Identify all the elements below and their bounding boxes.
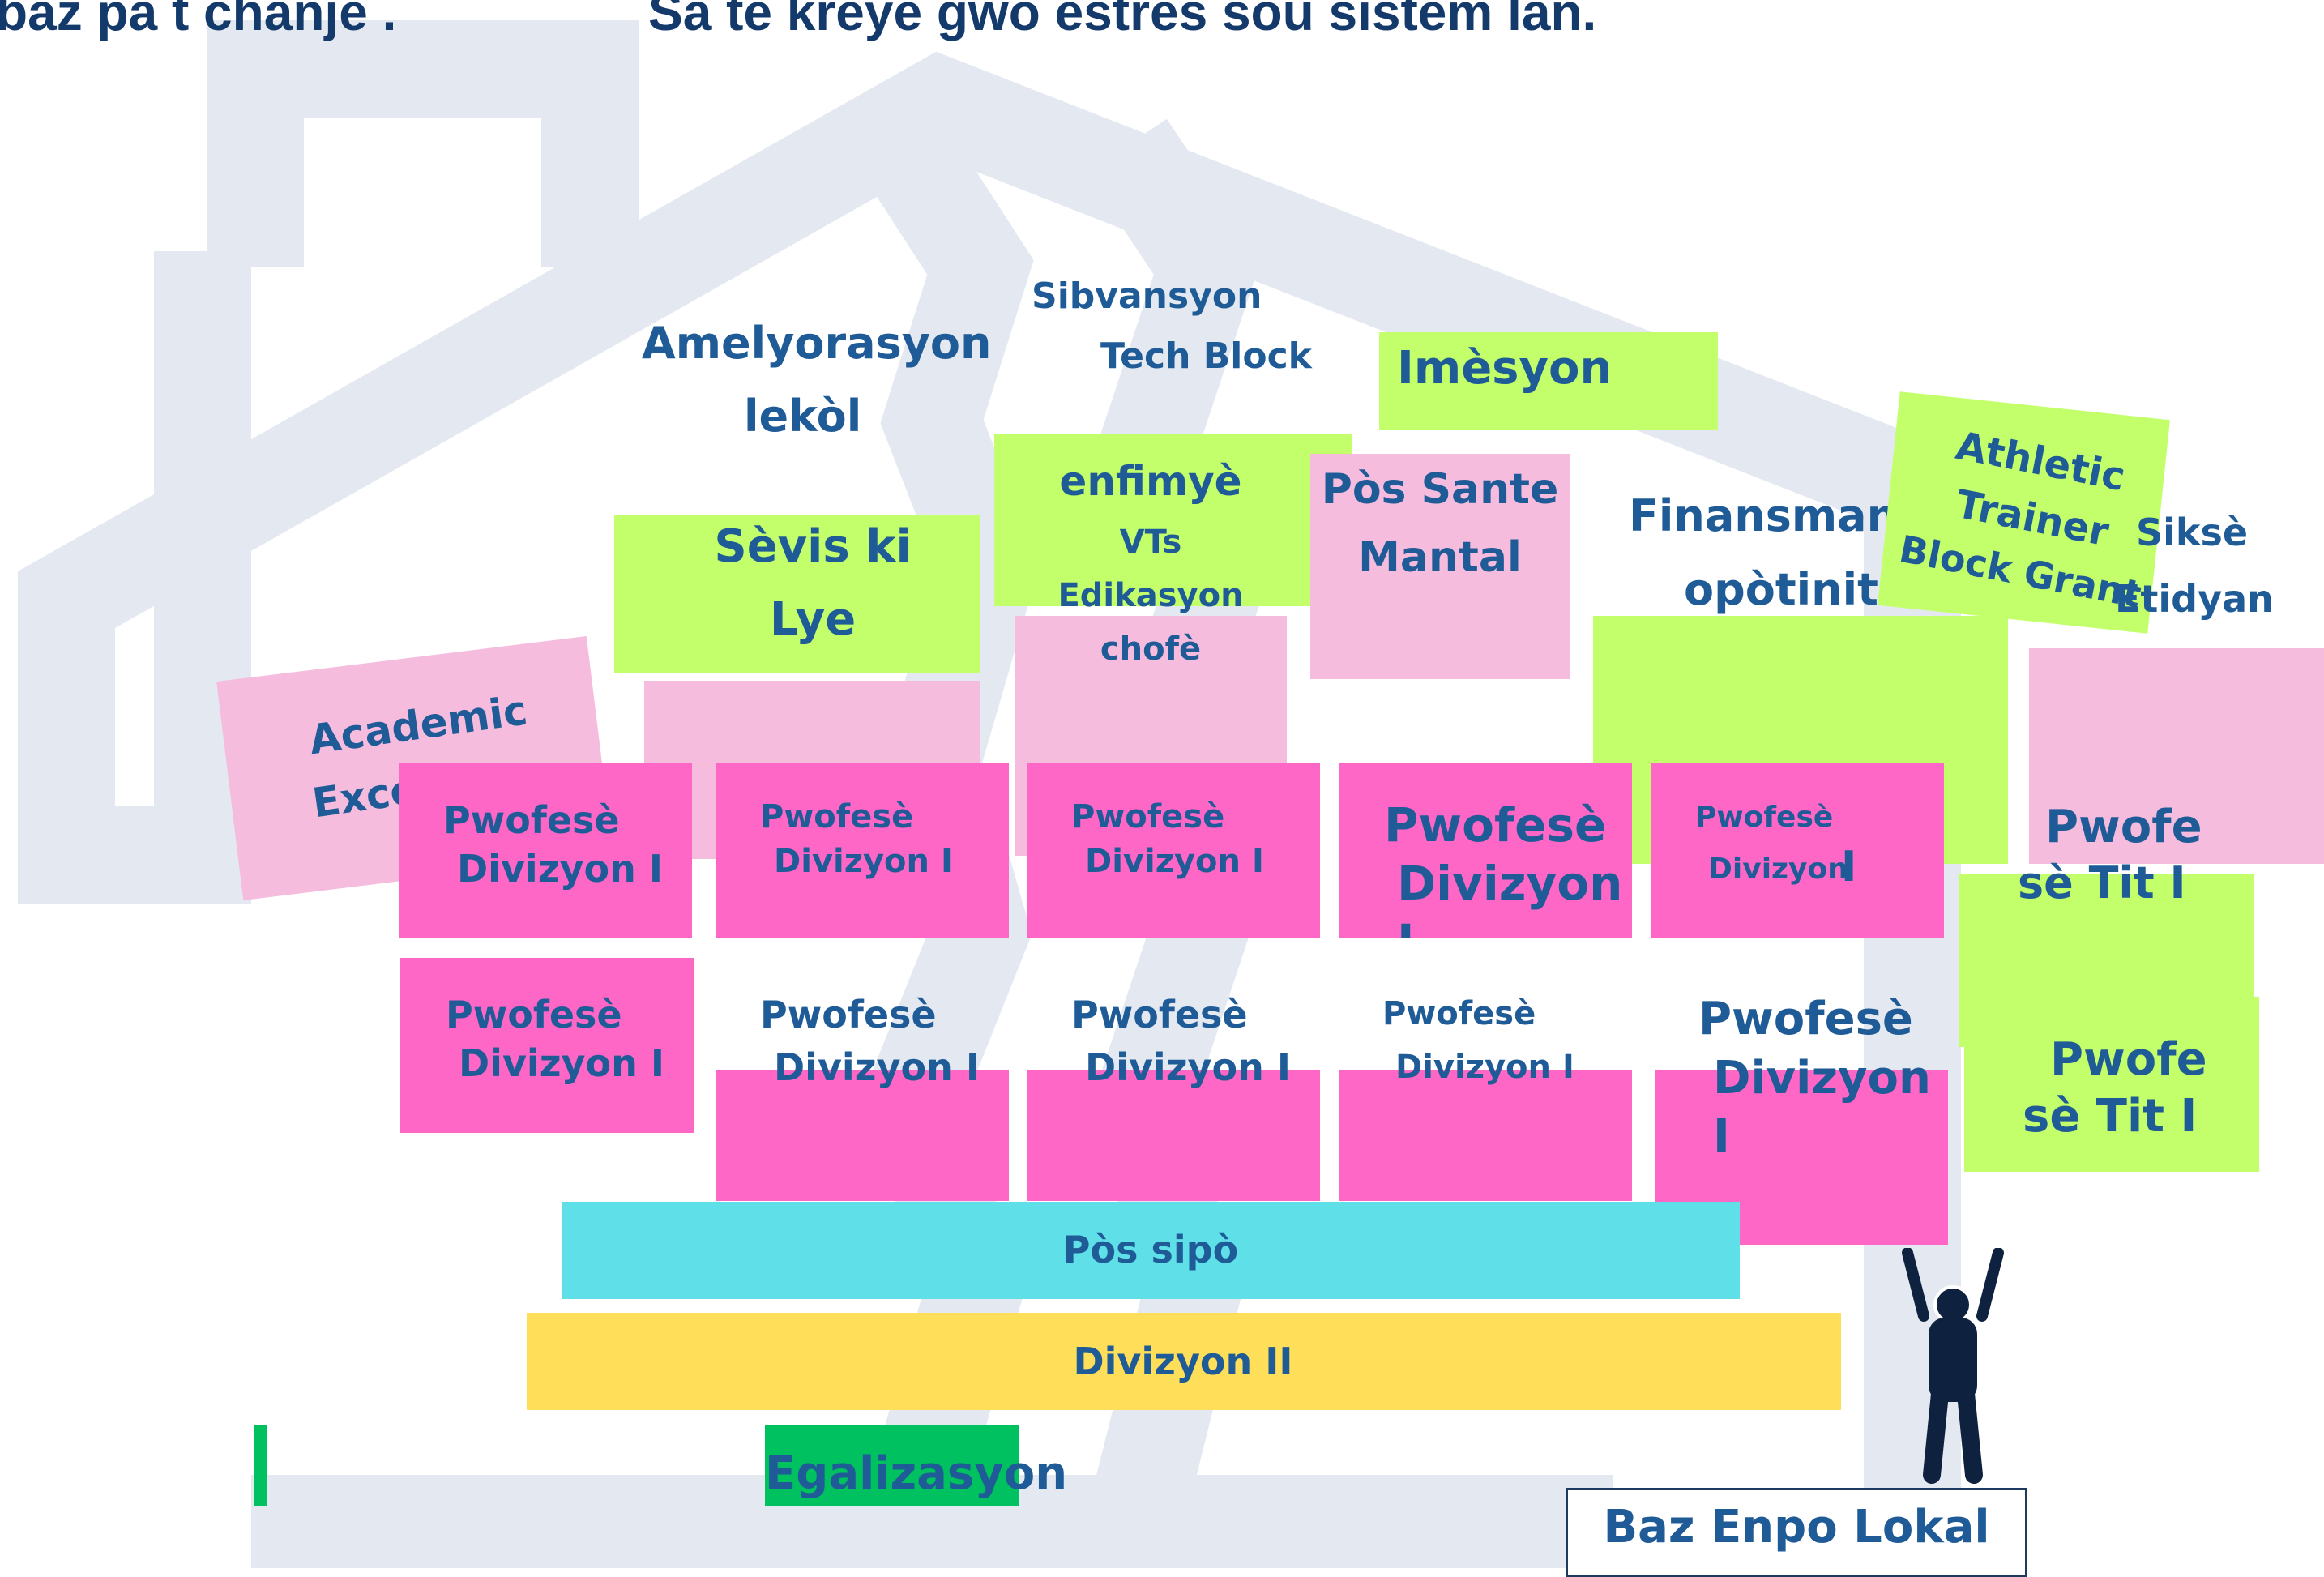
label-sibvansyon: Sibvansyon xyxy=(1032,276,1262,317)
label-lekol: lekòl xyxy=(744,391,862,442)
label-edikasyon: Edikasyon xyxy=(1057,577,1244,614)
pwofese-label: Pwofesè xyxy=(1071,993,1248,1036)
header-right-text: Sa te kreye gwo estrès sou sistèm lan. xyxy=(648,0,1597,41)
label-pos-sante: Pòs Sante xyxy=(1321,465,1559,514)
label-egalizasyon: Egalizasyon xyxy=(765,1447,1068,1500)
pwofese-label: Pwofesè xyxy=(1382,995,1536,1032)
label-chofe: chofè xyxy=(1100,630,1202,668)
sikse-etidyan-block xyxy=(2029,648,2324,864)
pwofese-label: Pwofesè xyxy=(760,993,937,1036)
divizyon-label: Divizyon I xyxy=(774,843,953,880)
label-sevis-ki: Sèvis ki xyxy=(714,520,912,573)
label-finansman: Finansman xyxy=(1629,490,1899,541)
pos-sante-mantal-block xyxy=(1310,454,1570,679)
divizyon-label: Divizyon xyxy=(1713,1052,1931,1105)
pwofese-block xyxy=(1027,763,1320,938)
pwofese-block xyxy=(1339,1070,1632,1201)
pwofese-label: Pwofesè xyxy=(443,798,620,842)
pwofe-label: Pwofe xyxy=(2045,801,2202,853)
label-mantal: Mantal xyxy=(1358,533,1522,582)
label-etidyan: Etidyan xyxy=(2115,577,2274,621)
label-lye: Lye xyxy=(769,593,857,646)
label-imesyon: Imèsyon xyxy=(1397,342,1613,395)
pos-sipo-bar xyxy=(562,1202,1740,1299)
label-vts: VTs xyxy=(1119,524,1182,561)
label-amelyorasyon: Amelyorasyon xyxy=(642,318,992,369)
label-baz-enpo-lokal: Baz Enpo Lokal xyxy=(1603,1501,1990,1553)
divizyon-ii-bar xyxy=(527,1313,1841,1410)
small-green-bar xyxy=(254,1425,267,1506)
divizyon-label: Divizyon I xyxy=(459,1041,664,1085)
label-enfimye: enfimyè xyxy=(1059,458,1242,505)
pwofese-block xyxy=(1027,1070,1320,1201)
pwofese-block xyxy=(716,763,1009,938)
divizyon-label: Divizyon I xyxy=(1085,843,1264,880)
pwofese-block xyxy=(1651,763,1944,938)
divizyon-numeral: I xyxy=(1841,843,1857,891)
divizyon-numeral: I xyxy=(1397,914,1415,938)
pwofese-block xyxy=(399,763,692,938)
label-opotinite: opòtinite xyxy=(1684,564,1908,615)
person-arms-raised-icon xyxy=(1902,1248,2004,1484)
pwofese-block xyxy=(400,958,694,1133)
divizyon-numeral: I xyxy=(1713,1110,1730,1163)
pwofese-block xyxy=(716,1070,1009,1201)
divizyon-label: Divizyon xyxy=(1397,856,1623,911)
divizyon-label: Divizyon xyxy=(1708,853,1848,886)
pwofese-block: Pwofesè Divizyon I xyxy=(1339,763,1632,938)
label-sikse: Siksè xyxy=(2136,511,2249,554)
divizyon-label: Divizyon I xyxy=(457,847,663,891)
pwofese-label: Pwofesè xyxy=(1698,993,1913,1045)
divizyon-label: Divizyon I xyxy=(774,1045,980,1089)
label-pos-sipo: Pòs sipò xyxy=(1062,1228,1239,1271)
se-tit-i-label: sè Tit I xyxy=(2018,857,2186,908)
divizyon-label: Divizyon I xyxy=(1395,1049,1574,1086)
enfimye-vts-block xyxy=(994,434,1352,606)
pwofese-label: Pwofesè xyxy=(760,798,914,836)
label-tech-block: Tech Block xyxy=(1100,335,1312,377)
divizyon-label: Divizyon I xyxy=(1085,1045,1291,1089)
pwofese-label: Pwofesè xyxy=(446,993,622,1036)
egalizasyon-block xyxy=(765,1425,1019,1506)
pwofe-label: Pwofe xyxy=(2050,1033,2207,1086)
tit-i-block xyxy=(1964,997,2259,1172)
label-divizyon-ii: Divizyon II xyxy=(1073,1340,1293,1383)
sevis-ki-lye-block xyxy=(614,515,980,673)
se-tit-i-label: sè Tit I xyxy=(2023,1090,2198,1143)
imesyon-block xyxy=(1379,332,1718,430)
header-left-text: baz pa t chanje . xyxy=(0,0,397,41)
pwofese-label: Pwofesè xyxy=(1384,797,1607,853)
pwofese-label: Pwofesè xyxy=(1695,801,1834,834)
baz-enpo-lokal-box xyxy=(1566,1488,2027,1577)
pwofese-label: Pwofesè xyxy=(1071,798,1225,836)
